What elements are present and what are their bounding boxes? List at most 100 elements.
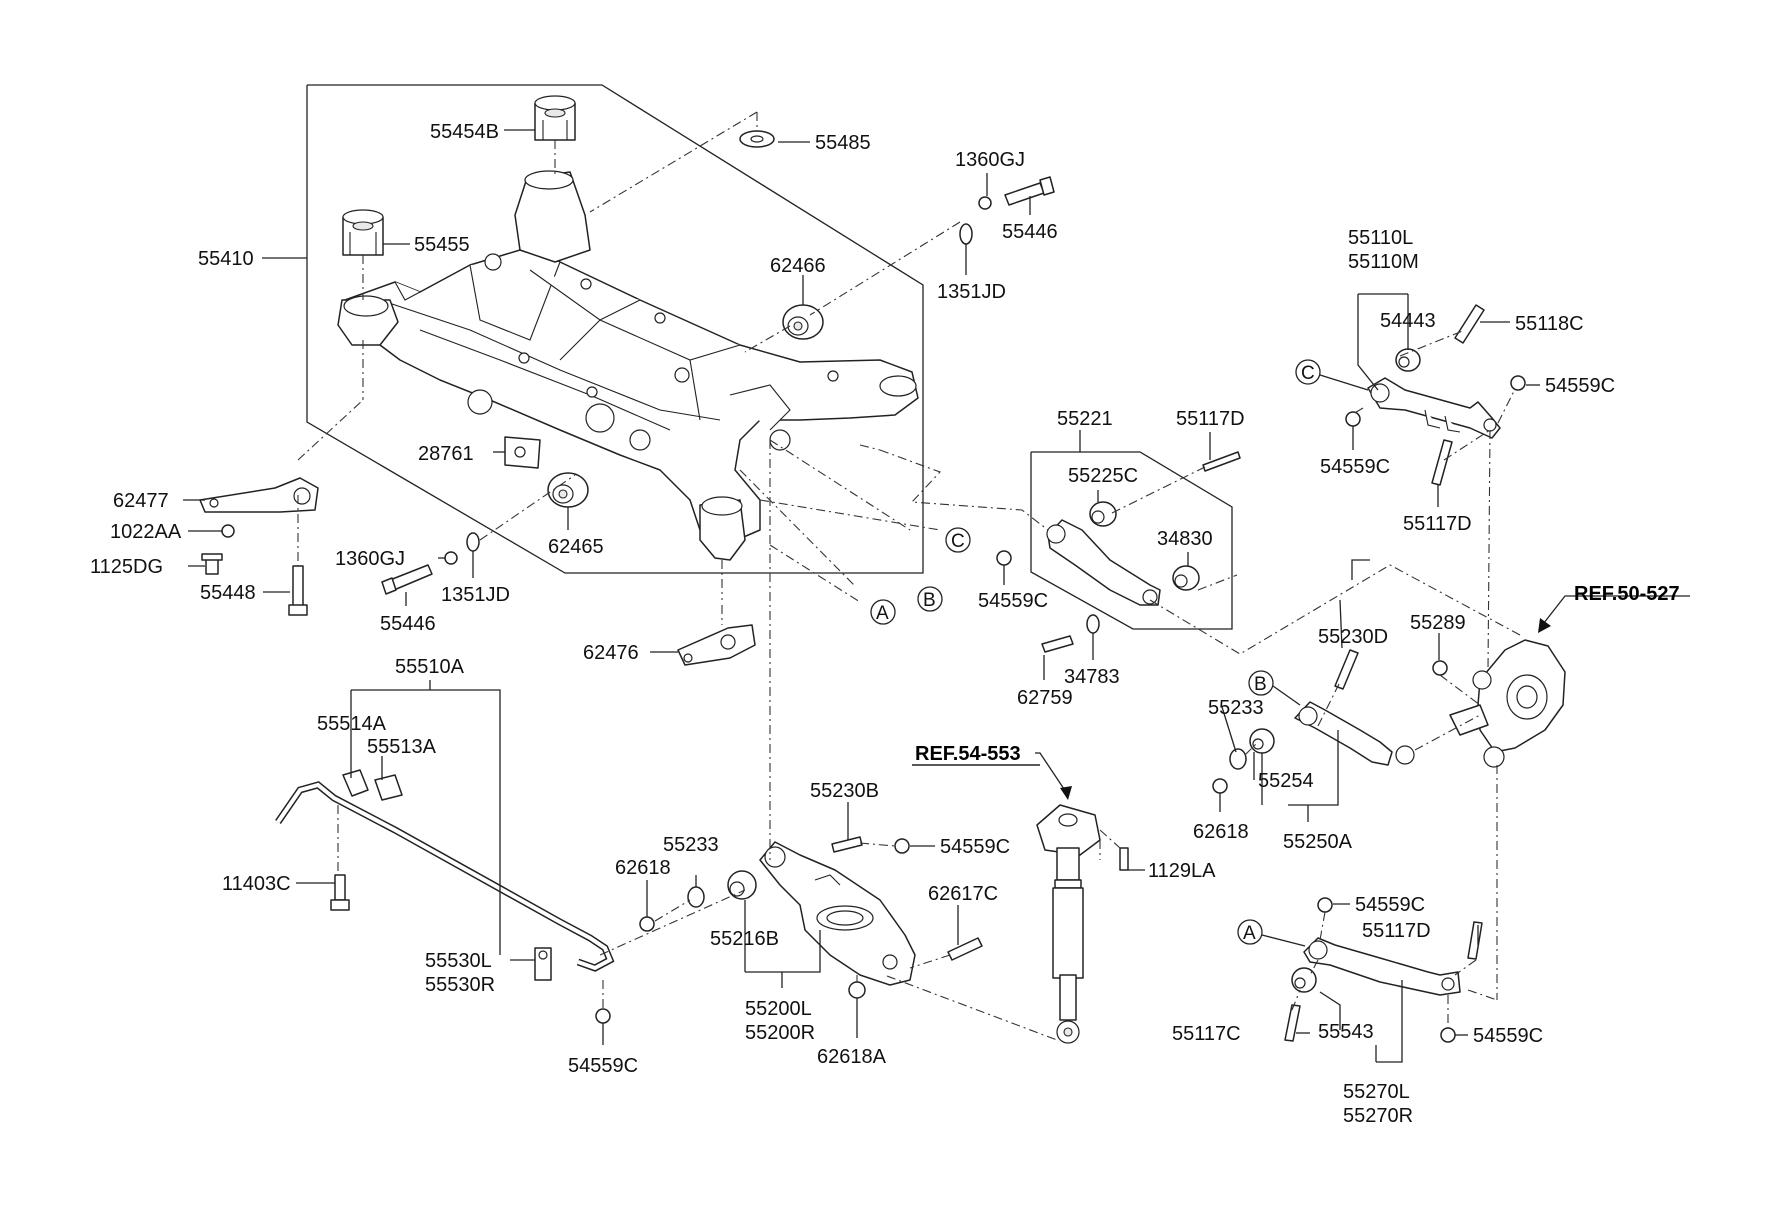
- bolt-55117D-a: [1202, 451, 1241, 472]
- nut-1022AA: [221, 524, 235, 538]
- callout-b-subframe: B: [917, 586, 943, 612]
- label-1022AA: 1022AA: [110, 521, 182, 543]
- leader-lines: [183, 129, 1690, 1063]
- svg-text:C: C: [951, 531, 965, 552]
- label-62477: 62477: [113, 490, 169, 512]
- label-55270L: 55270L: [1343, 1081, 1410, 1103]
- label-62465: 62465: [548, 536, 604, 558]
- nut-54559C-c: [1345, 411, 1361, 427]
- label-1360GJ-upper: 1360GJ: [955, 149, 1025, 171]
- bushing-55225C: [1089, 501, 1117, 527]
- nut-1360GJ-upper: [978, 196, 992, 210]
- bolt-62759: [1041, 635, 1074, 653]
- svg-text:B: B: [923, 590, 936, 611]
- bolt-55117D-c: [1467, 921, 1483, 960]
- bushing-34830: [1172, 565, 1200, 591]
- label-55110M: 55110M: [1348, 251, 1419, 273]
- bolt-55446-lower: [381, 564, 433, 595]
- label-55446-upper: 55446: [1002, 221, 1058, 243]
- bushing-62466: [782, 304, 824, 340]
- label-62617C: 62617C: [928, 883, 998, 905]
- label-55513A: 55513A: [367, 736, 437, 758]
- label-54443: 54443: [1380, 310, 1436, 332]
- bushing-55455: [342, 209, 384, 256]
- nut-54559C-d: [595, 1008, 611, 1024]
- part-labels: 55454B 55485 1360GJ 55446 1351JD 55455 5…: [90, 121, 1615, 1127]
- svg-text:B: B: [1254, 674, 1267, 695]
- arm-55221: [1046, 519, 1161, 606]
- label-55446-lower: 55446: [380, 613, 436, 635]
- label-1129LA: 1129LA: [1148, 860, 1216, 882]
- bolt-55118C: [1454, 304, 1485, 344]
- label-55200L: 55200L: [745, 998, 812, 1020]
- label-55230B: 55230B: [810, 780, 879, 802]
- label-62618-a: 62618: [615, 857, 671, 879]
- washer-55485: [739, 130, 775, 148]
- callout-a-subframe: A: [870, 599, 896, 625]
- ref-label-54-553: REF.54-553: [915, 743, 1021, 765]
- knuckle: [1449, 639, 1566, 768]
- washer-55233-a: [687, 886, 705, 908]
- label-55117D-a: 55117D: [1176, 408, 1245, 430]
- label-1125DG: 1125DG: [90, 556, 163, 578]
- label-62466: 62466: [770, 255, 826, 277]
- nut-54559C-a: [996, 550, 1012, 566]
- label-54559C-b: 54559C: [1545, 375, 1615, 397]
- bushing-55454B: [534, 95, 576, 141]
- label-55514A: 55514A: [317, 713, 387, 735]
- nut-62618-b: [1212, 778, 1228, 794]
- bolt-55230D: [1334, 649, 1359, 690]
- label-55233-b: 55233: [1208, 697, 1264, 719]
- nut-54559C-e: [894, 838, 910, 854]
- nut-62618A: [848, 981, 866, 999]
- label-34783: 34783: [1064, 666, 1120, 688]
- callout-b-lateral-arm: B: [1248, 670, 1274, 696]
- label-62618A: 62618A: [817, 1046, 887, 1068]
- bushing-55543: [1291, 967, 1317, 993]
- label-55117D-c: 55117D: [1362, 920, 1431, 942]
- label-62759: 62759: [1017, 687, 1073, 709]
- group-frame-55221: [1030, 451, 1233, 630]
- bushing-55513A: [374, 774, 403, 801]
- washer-1351JD-upper: [959, 223, 973, 245]
- bolt-55448: [288, 565, 308, 616]
- bolt-11403C: [330, 874, 350, 911]
- nut-62618-a: [639, 916, 655, 932]
- callout-c-upper-arm: C: [1295, 359, 1321, 385]
- label-54559C-d: 54559C: [568, 1055, 638, 1077]
- callout-a-lower-arm: A: [1237, 919, 1263, 945]
- bracket-62477: [199, 477, 319, 513]
- label-55530R: 55530R: [425, 974, 495, 996]
- nut-54559C-b: [1510, 375, 1526, 391]
- label-54559C-c: 54559C: [1320, 456, 1390, 478]
- label-55118C: 55118C: [1515, 313, 1584, 335]
- bolt-55117D-b: [1431, 439, 1453, 486]
- bushing-55216B: [727, 870, 757, 900]
- label-55250A: 55250A: [1283, 831, 1353, 853]
- bracket-55514A: [342, 769, 369, 797]
- label-55270R: 55270R: [1343, 1105, 1413, 1127]
- label-54559C-g: 54559C: [1473, 1025, 1543, 1047]
- label-62618-b: 62618: [1193, 821, 1249, 843]
- label-55510A: 55510A: [395, 656, 465, 678]
- label-55543: 55543: [1318, 1021, 1374, 1043]
- label-55448: 55448: [200, 582, 256, 604]
- label-54559C-a: 54559C: [978, 590, 1048, 612]
- label-55530L: 55530L: [425, 950, 492, 972]
- bolt-55446-upper: [1004, 176, 1055, 206]
- bolt-55117C: [1284, 1004, 1301, 1042]
- label-55410: 55410: [198, 248, 254, 270]
- label-55230D: 55230D: [1318, 626, 1388, 648]
- nut-55289: [1432, 660, 1448, 676]
- label-54559C-f: 54559C: [1355, 894, 1425, 916]
- label-55216B: 55216B: [710, 928, 779, 950]
- nut-1360GJ-lower: [444, 551, 458, 565]
- label-1351JD-upper: 1351JD: [937, 281, 1006, 303]
- arm-55250A: [1294, 701, 1415, 766]
- label-54559C-e: 54559C: [940, 836, 1010, 858]
- label-55117C: 55117C: [1172, 1023, 1241, 1045]
- stabilizer-bar-55510A: [275, 781, 615, 972]
- arm-55270: [1303, 937, 1461, 996]
- label-1351JD-lower: 1351JD: [441, 584, 510, 606]
